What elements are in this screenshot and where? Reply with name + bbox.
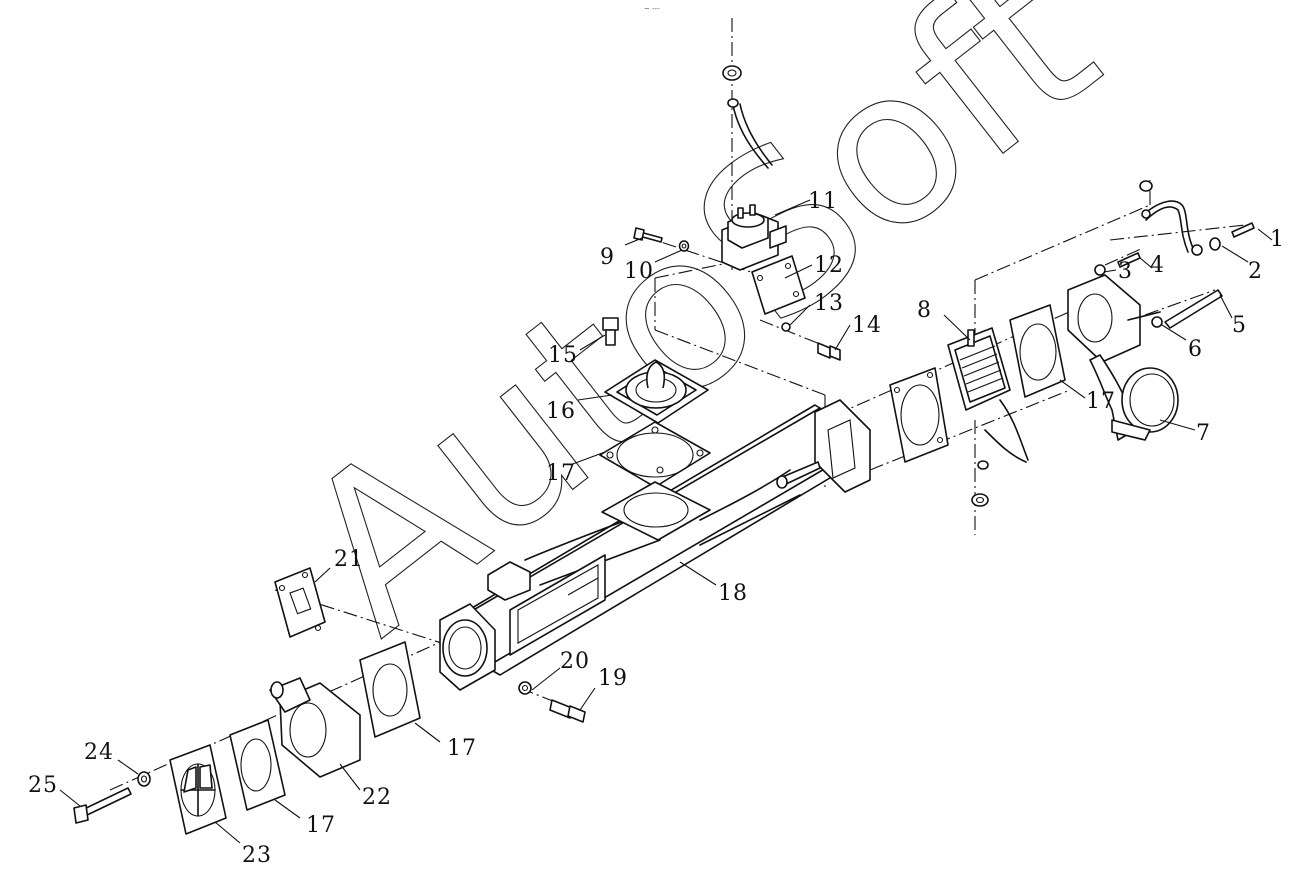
callout-13: 13 [814, 291, 844, 316]
callout-18: 18 [718, 581, 748, 606]
cover-part-23 [169, 744, 227, 835]
callout-24: 24 [84, 740, 114, 765]
callout-8: 8 [917, 298, 932, 323]
callout-4: 4 [1150, 253, 1165, 278]
sensor-part-11 [721, 204, 787, 271]
callout-2: 2 [1248, 259, 1263, 284]
header-mark: ~ --- [644, 5, 660, 13]
callout-10: 10 [624, 259, 654, 284]
callout-19: 19 [598, 666, 628, 691]
gasket-part-12 [751, 255, 806, 315]
bolt-part-25 [73, 771, 151, 824]
gasket-part-17-right-a [889, 367, 949, 463]
gasket-part-17-top [599, 421, 711, 488]
callout-11: 11 [808, 189, 838, 214]
leader-lines [59, 199, 1273, 844]
flange-part-16 [604, 359, 709, 424]
callout-22: 22 [362, 785, 392, 810]
bolt-part-15 [602, 317, 619, 346]
bolt-part-19 [518, 681, 586, 723]
gasket-part-17-left [359, 641, 421, 738]
elbow-part-7 [1067, 274, 1179, 441]
cooler-part-8 [947, 327, 1029, 507]
bolt-part-14 [781, 322, 841, 361]
manifold-part-18 [439, 399, 871, 691]
callout-5: 5 [1232, 313, 1247, 338]
callout-3: 3 [1118, 259, 1133, 284]
callout-7: 7 [1196, 421, 1211, 446]
connector-part-22 [269, 677, 361, 778]
callout-17-left: 17 [447, 736, 477, 761]
callout-labels: 1 2 3 4 5 6 7 8 9 10 11 12 13 14 15 16 1… [28, 189, 1285, 868]
cover-part-21 [274, 567, 326, 638]
watermark: AutoSoft [257, 0, 1139, 680]
return-pipe [1139, 180, 1203, 256]
callout-9: 9 [600, 245, 615, 270]
callout-6: 6 [1188, 337, 1203, 362]
callout-21: 21 [334, 547, 364, 572]
callout-17-far-left: 17 [306, 813, 336, 838]
sensor-cable [722, 65, 773, 169]
callout-16: 16 [546, 399, 576, 424]
bolts-right [1094, 222, 1255, 329]
callout-20: 20 [560, 649, 590, 674]
gasket-part-17-far-left [229, 719, 286, 811]
callout-14: 14 [852, 313, 882, 338]
callout-25: 25 [28, 773, 58, 798]
callout-17-right: 17 [1086, 389, 1116, 414]
gasket-part-17-right-b [1009, 304, 1066, 398]
callout-17-top: 17 [546, 461, 576, 486]
callout-12: 12 [814, 253, 844, 278]
callout-15: 15 [548, 343, 578, 368]
callout-23: 23 [242, 843, 272, 868]
bolt-part-9 [633, 227, 690, 252]
callout-1: 1 [1270, 227, 1285, 252]
